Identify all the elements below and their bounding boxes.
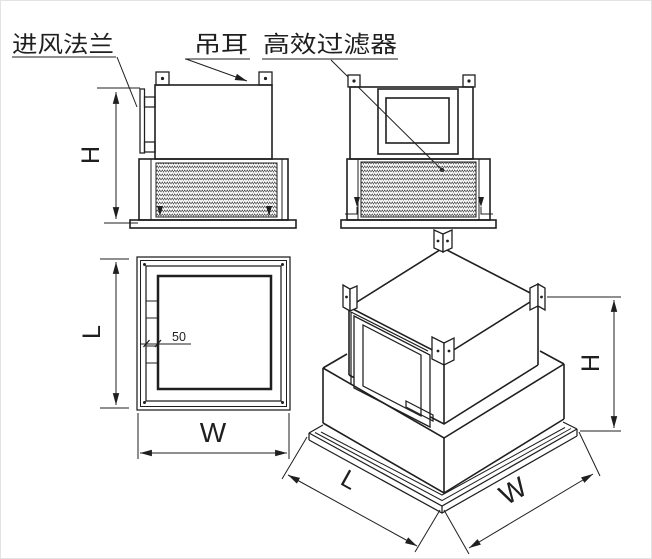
dim-label-L-iso: L xyxy=(336,464,362,495)
plan-dim-W: W xyxy=(137,413,290,459)
plan-outer-flange-inner-line xyxy=(140,260,287,407)
callout-inlet-flange: 进风法兰 xyxy=(12,31,138,108)
label-hepa-filter: 高效过滤器 xyxy=(263,31,397,57)
leader-inlet-flange xyxy=(116,56,138,108)
front-filter-clamps xyxy=(157,206,272,216)
dim-label-50: 50 xyxy=(172,330,186,344)
dim-label-L-plan: L xyxy=(78,325,106,339)
side-filter-mesh xyxy=(360,161,477,218)
front-lifting-lugs xyxy=(155,71,273,86)
plan-dim-50: 50 xyxy=(141,330,191,348)
iso-lifting-lugs xyxy=(342,228,546,367)
side-inlet-opening-frame xyxy=(377,88,459,155)
callout-hepa-filter: 高效过滤器 xyxy=(262,31,444,172)
iso-dim-H: H xyxy=(547,296,621,432)
side-view xyxy=(340,74,497,229)
leader-lifting-lug xyxy=(185,58,248,82)
front-inlet-flange xyxy=(139,88,156,154)
iso-bottom-flange xyxy=(308,421,578,514)
iso-inlet-opening xyxy=(350,311,434,429)
isometric-view: H L W xyxy=(281,228,621,555)
plan-opening xyxy=(156,274,273,391)
plan-view: 50 L W xyxy=(78,256,291,459)
callout-lifting-lug: 吊耳 xyxy=(185,31,250,82)
dim-label-W-iso: W xyxy=(494,471,533,511)
dim-label-H-iso: H xyxy=(577,354,605,372)
front-bottom-flange xyxy=(129,219,297,229)
front-view: H xyxy=(77,71,297,229)
plan-flange-tabs xyxy=(145,300,159,364)
front-plenum-box xyxy=(154,84,273,160)
plan-corner-screws xyxy=(143,263,284,404)
label-inlet-flange: 进风法兰 xyxy=(12,31,114,57)
dim-label-W-plan: W xyxy=(200,417,227,448)
plan-middle-frame xyxy=(145,265,282,402)
side-bottom-flange xyxy=(340,219,497,229)
iso-dim-L: L xyxy=(281,436,441,553)
side-filter-clamps xyxy=(345,197,493,215)
plan-outer-flange xyxy=(136,256,291,411)
front-dim-H: H xyxy=(77,87,140,224)
label-lifting-lug: 吊耳 xyxy=(194,31,248,57)
front-filter-mesh xyxy=(155,162,278,218)
plan-dim-L: L xyxy=(78,258,129,409)
side-lifting-lugs xyxy=(347,74,476,88)
dim-label-H-front: H xyxy=(77,146,105,164)
iso-dim-W: W xyxy=(443,431,601,555)
iso-filter-housing xyxy=(322,350,565,494)
